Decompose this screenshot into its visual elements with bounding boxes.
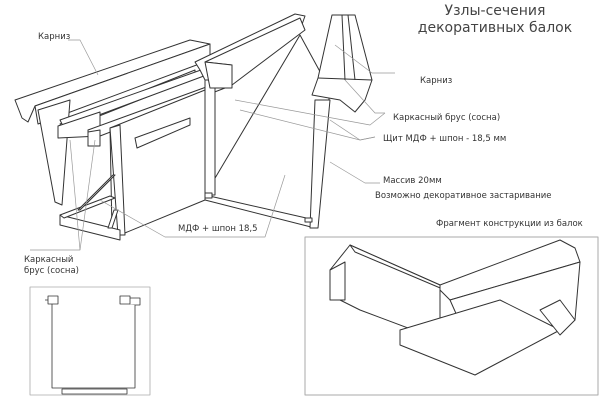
leader-lines: [30, 39, 395, 251]
section-drawing: [29, 286, 151, 396]
label-mdf-bottom: МДФ + шпон 18,5: [178, 224, 258, 234]
diagram-title: Узлы-сечения декоративных балок: [395, 3, 595, 37]
label-shchit-mdf: Щит МДФ + шпон - 18,5 мм: [383, 134, 507, 144]
right-cornice: [311, 14, 373, 113]
label-karkas-left-2: брус (сосна): [24, 266, 79, 276]
label-fragment: Фрагмент конструкции из балок: [436, 219, 583, 229]
center-u-beam: [194, 13, 331, 229]
label-karkas-left-1: Каркасный: [24, 255, 74, 265]
label-karkas-right: Каркасный брус (сосна): [393, 113, 501, 123]
label-zastarivanie: Возможно декоративное застаривание: [375, 191, 552, 201]
left-beam-assembly: [14, 39, 226, 241]
fragment-drawing: [304, 236, 599, 396]
label-karniz-left: Карниз: [38, 32, 71, 42]
title-line-1: Узлы-сечения: [444, 3, 546, 19]
title-line-2: декоративных балок: [417, 20, 573, 36]
label-massiv: Массив 20мм: [383, 176, 442, 186]
label-karniz-right: Карниз: [420, 76, 453, 86]
